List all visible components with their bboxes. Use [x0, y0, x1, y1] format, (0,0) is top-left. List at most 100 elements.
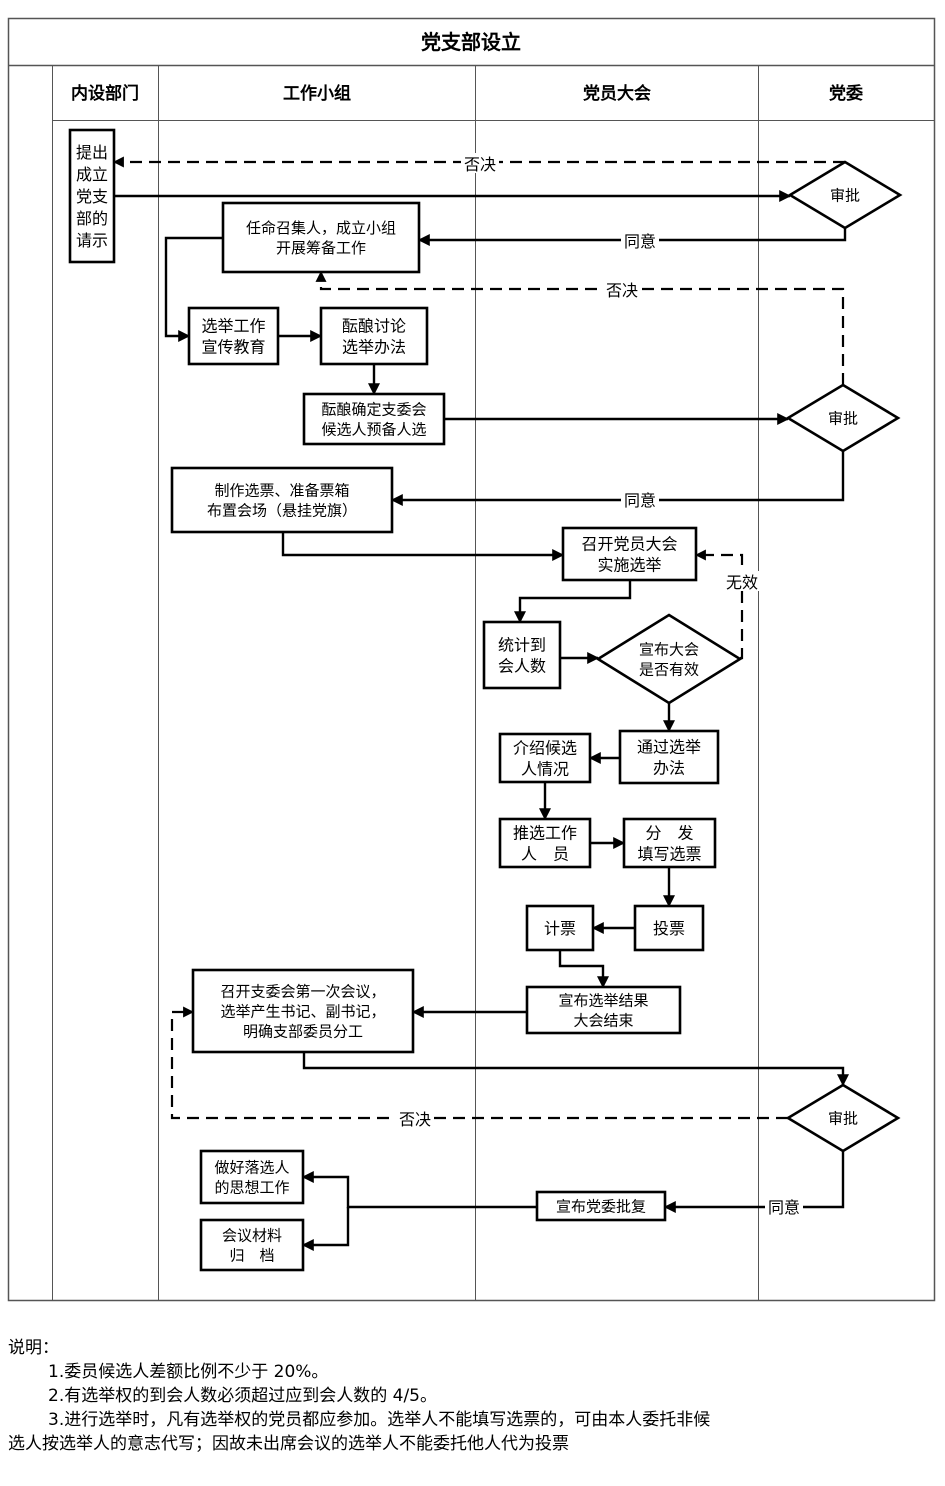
- process-box: [187, 306, 280, 366]
- node-label: 请示: [76, 231, 108, 250]
- edge-label-background: [723, 571, 761, 591]
- node-label: 宣传教育: [201, 337, 265, 356]
- edge-label-background: [621, 230, 659, 250]
- decision-d4: 审批: [785, 1083, 901, 1153]
- node-label: 选举工作: [201, 316, 265, 335]
- process-box: [319, 306, 429, 366]
- process-box: [618, 729, 720, 785]
- edge-label: 否决: [464, 155, 496, 174]
- edge-line: [170, 1006, 788, 1120]
- edge-line: [390, 451, 845, 506]
- node-label: 选举产生书记、副书记，: [220, 1003, 385, 1021]
- node-label: 制作选票、准备票箱: [214, 482, 349, 500]
- process-box: [170, 466, 394, 534]
- node-label: 统计到: [498, 635, 546, 654]
- decision-diamond: [785, 1083, 901, 1153]
- process-n16: 召开支委会第一次会议，选举产生书记、副书记，明确支部委员分工: [191, 968, 415, 1054]
- node-label: 办法: [653, 758, 685, 777]
- node-label: 投票: [653, 919, 685, 938]
- node-label: 的思想工作: [214, 1179, 289, 1197]
- note-item: 2.有选举权的到会人数必须超过应到会人数的 4/5。: [48, 1386, 437, 1406]
- node-label: 实施选举: [597, 555, 661, 574]
- process-box: [622, 817, 717, 869]
- node-label: 人情况: [521, 759, 569, 778]
- process-box: [633, 904, 705, 952]
- node-label: 归 档: [229, 1247, 274, 1265]
- node-label: 党支: [76, 187, 108, 206]
- process-n17: 宣布党委批复: [535, 1190, 667, 1222]
- edge-line: [514, 580, 632, 624]
- edge-n6-to-n7: [281, 532, 565, 561]
- process-box: [535, 1190, 667, 1222]
- node-label: 召开党员大会: [581, 534, 677, 553]
- edge-n16-to-d4: [302, 1052, 849, 1087]
- lane-header-group: 工作小组: [283, 83, 351, 104]
- node-label: 任命召集人，成立小组: [246, 219, 396, 237]
- node-label: 做好落选人: [214, 1159, 289, 1177]
- node-label: 选举办法: [342, 337, 406, 356]
- edge-label-background: [396, 1108, 434, 1128]
- edge-label: 无效: [726, 573, 758, 592]
- decision-d2: 审批: [785, 383, 901, 453]
- node-label: 计票: [544, 919, 576, 938]
- process-box: [525, 985, 682, 1035]
- swimlane-frame: [7, 17, 936, 1302]
- node-label: 明确支部委员分工: [243, 1023, 363, 1041]
- edge-n2-to-n3: [164, 236, 223, 342]
- decision-diamond: [595, 613, 743, 705]
- process-box: [221, 201, 421, 274]
- node-label: 通过选举: [637, 737, 701, 756]
- edge-label: 否决: [399, 1110, 431, 1129]
- node-label: 宣布大会: [639, 641, 699, 659]
- edge-n14-to-n15: [558, 950, 609, 989]
- node-label: 会议材料: [222, 1227, 282, 1245]
- node-label: 酝酿确定支委会: [321, 401, 426, 419]
- node-label: 分 发: [645, 823, 693, 842]
- node-label: 宣布选举结果: [558, 992, 648, 1010]
- edge-d2-to-n2: 否决: [315, 270, 845, 385]
- node-label: 审批: [830, 187, 860, 205]
- process-box: [302, 392, 446, 446]
- process-box: [561, 526, 698, 582]
- node-label: 人 员: [521, 844, 569, 863]
- edge-d2-to-n6: 同意: [390, 451, 845, 510]
- node-label: 部的: [76, 209, 108, 228]
- process-box: [482, 620, 562, 690]
- diagram-title: 党支部设立: [421, 30, 521, 54]
- edge-label: 同意: [768, 1198, 800, 1217]
- node-label: 候选人预备人选: [321, 421, 426, 439]
- lane-header-committee: 党委: [829, 83, 863, 104]
- edge-line: [302, 1052, 849, 1087]
- edge-n17-to-n19: [301, 1207, 350, 1251]
- process-box: [498, 817, 592, 869]
- edge-line: [164, 236, 223, 342]
- edge-label-background: [603, 279, 641, 299]
- process-box: [191, 968, 415, 1054]
- edge-label: 同意: [624, 232, 656, 251]
- process-box: [68, 128, 116, 264]
- node-label: 会人数: [498, 656, 546, 675]
- edge-line: [281, 532, 565, 561]
- process-box: [498, 732, 592, 784]
- edge-d4-to-n17: 同意: [663, 1151, 845, 1217]
- node-label: 成立: [76, 165, 108, 184]
- node-label: 提出: [76, 143, 108, 162]
- edge-line: [301, 1171, 537, 1209]
- nodes-layer: 提出成立党支部的请示审批任命召集人，成立小组开展筹备工作选举工作宣传教育酝酿讨论…: [68, 128, 903, 1272]
- process-n13: 投票: [633, 904, 705, 952]
- edge-line: [558, 950, 609, 989]
- edge-label-background: [461, 153, 499, 173]
- decision-diamond: [785, 383, 901, 453]
